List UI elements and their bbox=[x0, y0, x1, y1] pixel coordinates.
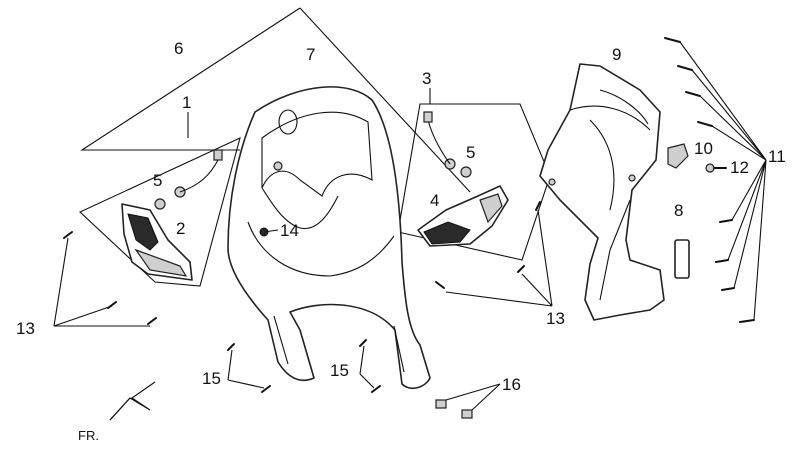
left-turn-signal-part bbox=[121, 203, 193, 281]
callout-14: 14 bbox=[280, 221, 299, 240]
screw-set-13-right bbox=[435, 201, 553, 307]
right-turn-signal-part bbox=[417, 185, 509, 247]
callout-4: 4 bbox=[430, 191, 439, 210]
callout-15-right: 15 bbox=[330, 361, 349, 380]
left-signal-frame bbox=[79, 137, 241, 287]
callout-12: 12 bbox=[730, 158, 749, 177]
right-signal-frame bbox=[397, 103, 551, 261]
callout-8: 8 bbox=[674, 201, 683, 220]
leader-14 bbox=[263, 229, 279, 233]
right-bulb-socket-part bbox=[423, 111, 472, 178]
callout-9: 9 bbox=[612, 45, 621, 64]
callout-5-right: 5 bbox=[466, 143, 475, 162]
callout-3: 3 bbox=[422, 69, 431, 88]
callout-16: 16 bbox=[502, 375, 521, 394]
callout-13-right: 13 bbox=[546, 309, 565, 328]
tube-part-8 bbox=[674, 239, 690, 279]
group-leader-lines bbox=[80, 7, 471, 193]
screw-set-13-left bbox=[53, 231, 157, 327]
callout-13-left: 13 bbox=[16, 319, 35, 338]
front-cover-part bbox=[227, 86, 431, 390]
callout-15-left: 15 bbox=[202, 369, 221, 388]
callout-5-left: 5 bbox=[153, 171, 162, 190]
front-direction-arrow bbox=[109, 381, 156, 421]
callout-10: 10 bbox=[694, 139, 713, 158]
callout-7: 7 bbox=[306, 45, 315, 64]
callout-6: 6 bbox=[174, 39, 183, 58]
inner-shield-part bbox=[539, 63, 665, 321]
screw-set-11 bbox=[664, 37, 767, 323]
callout-11: 11 bbox=[768, 147, 786, 166]
screw-set-15 bbox=[227, 339, 381, 393]
left-bulb-socket-part bbox=[154, 149, 223, 210]
clip-set-16 bbox=[435, 383, 501, 419]
callout-1: 1 bbox=[182, 93, 191, 112]
front-direction-label: FR. bbox=[78, 428, 99, 443]
clip-part-10 bbox=[667, 143, 689, 169]
callout-2: 2 bbox=[176, 219, 185, 238]
screw-part-12 bbox=[705, 163, 727, 173]
